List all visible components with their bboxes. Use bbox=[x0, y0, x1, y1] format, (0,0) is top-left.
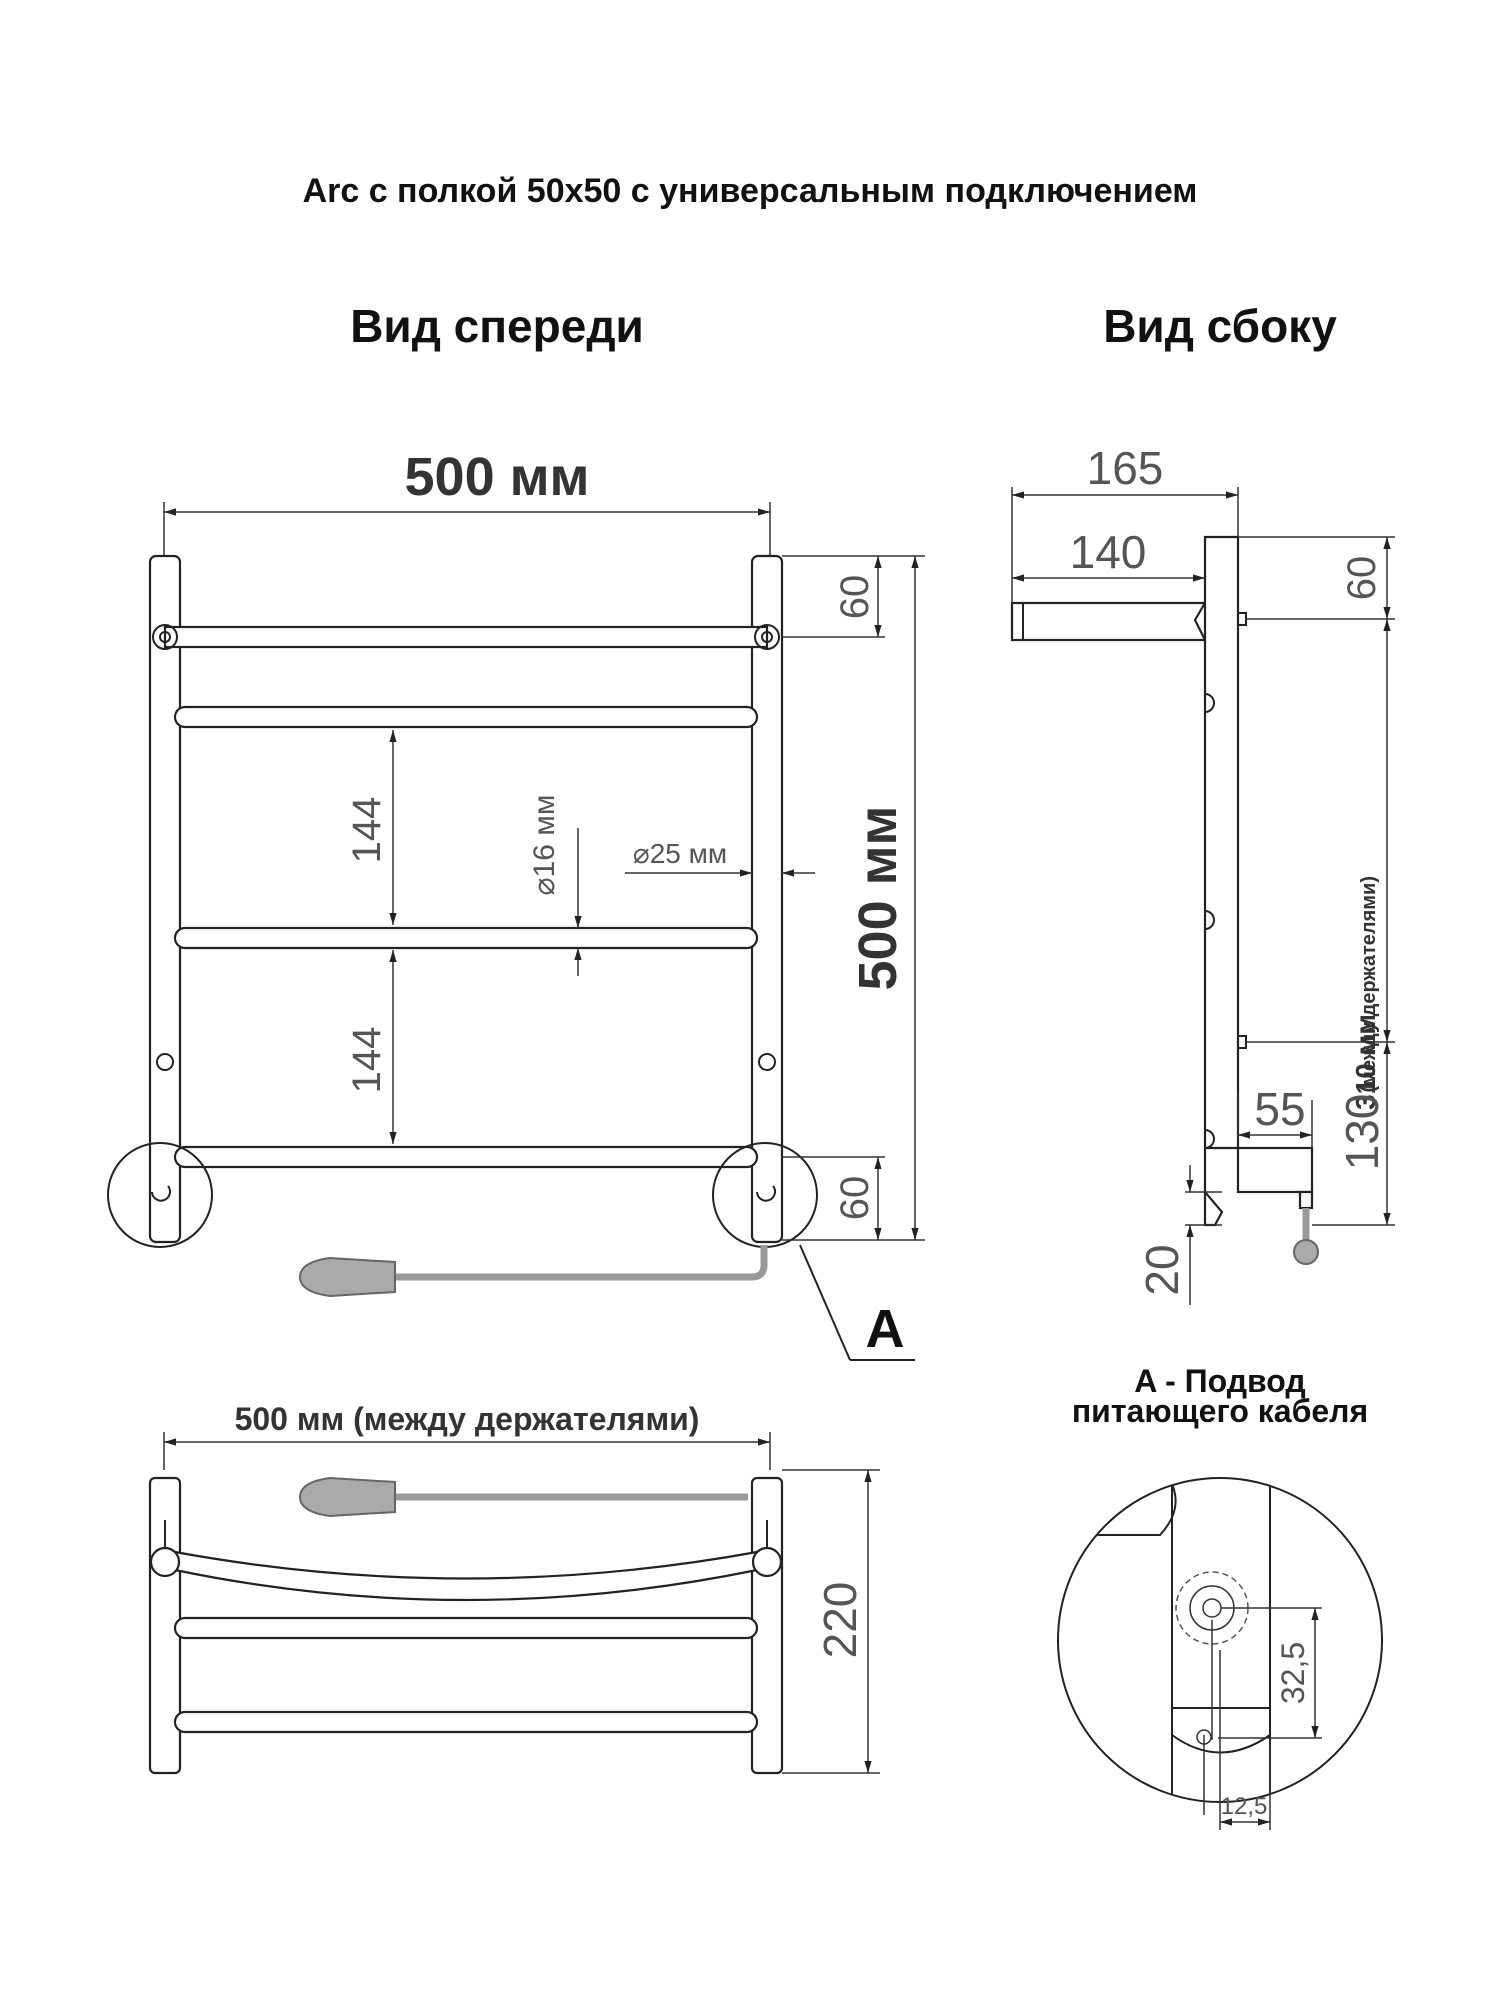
front-screw-left-top bbox=[152, 624, 178, 650]
side-depth-shelf-label: 140 bbox=[1070, 526, 1147, 578]
front-power-cable bbox=[395, 1245, 768, 1281]
front-view-heading: Вид спереди bbox=[350, 300, 644, 352]
side-holder-spacing-note: (между держателями) bbox=[1358, 876, 1380, 1092]
front-bar-3 bbox=[173, 926, 759, 950]
detail-a-heading-line2: питающего кабеля bbox=[1072, 1393, 1368, 1429]
side-post bbox=[1203, 535, 1240, 1227]
bar-diameter-label: ⌀16 мм bbox=[528, 794, 561, 895]
side-cable-end bbox=[1293, 1239, 1319, 1265]
front-bottom-offset-label: 60 bbox=[833, 1176, 877, 1221]
top-holder-left bbox=[149, 1546, 181, 1578]
front-height-label: 500 мм bbox=[848, 806, 908, 991]
front-bar-2 bbox=[173, 705, 759, 729]
front-top-offset-label: 60 bbox=[833, 575, 877, 620]
front-width-label: 500 мм bbox=[405, 447, 590, 507]
front-bar-top bbox=[163, 625, 769, 649]
top-plug bbox=[298, 1476, 396, 1518]
side-depth-total-label: 165 bbox=[1087, 442, 1164, 494]
front-spacing-lower-label: 144 bbox=[345, 1027, 389, 1094]
detail-a: A - Подвод питающего кабеля 32,5 1 bbox=[1057, 1363, 1383, 1830]
detail-a-horizontal-label: 12,5 bbox=[1221, 1793, 1268, 1820]
side-connector-height-label: 20 bbox=[1136, 1244, 1188, 1295]
front-screw-right-mid bbox=[758, 1053, 776, 1071]
side-connector-depth-label: 55 bbox=[1254, 1083, 1305, 1135]
side-holder-spacing-label: 310 мм bbox=[1350, 1014, 1381, 1110]
side-connector-block bbox=[1236, 1146, 1314, 1194]
front-screw-right-top bbox=[754, 624, 780, 650]
post-diameter-label: ⌀25 мм bbox=[633, 838, 727, 869]
front-plug bbox=[298, 1256, 396, 1298]
top-arc-bar bbox=[173, 1550, 759, 1602]
side-bottom-offset-label: 130 bbox=[1336, 1094, 1388, 1171]
top-bar-middle bbox=[173, 1616, 759, 1640]
callout-a-label: A bbox=[866, 1299, 905, 1359]
front-left-post bbox=[148, 554, 182, 1244]
front-detail-circle-left bbox=[107, 1142, 213, 1248]
side-holder-top bbox=[1237, 612, 1247, 626]
top-view: 500 мм (между держателями) 220 bbox=[148, 1401, 880, 1775]
side-view-heading: Вид сбоку bbox=[1103, 300, 1337, 352]
detail-a-vertical-label: 32,5 bbox=[1275, 1642, 1311, 1704]
top-depth-label: 220 bbox=[814, 1582, 866, 1659]
top-bar-back bbox=[173, 1710, 759, 1734]
callout-a-leader bbox=[799, 1244, 851, 1361]
front-right-post bbox=[750, 554, 784, 1244]
side-view: 165 140 60 310 мм (между держателями) 13… bbox=[1010, 442, 1395, 1305]
side-holder-bottom bbox=[1237, 1035, 1247, 1049]
front-view: 500 мм A 60 60 bbox=[107, 447, 925, 1361]
side-shelf-arm bbox=[1010, 601, 1207, 642]
front-bar-bottom bbox=[173, 1145, 759, 1169]
front-screw-left-mid bbox=[156, 1053, 174, 1071]
side-top-offset-label: 60 bbox=[1340, 556, 1384, 601]
front-spacing-upper-label: 144 bbox=[345, 797, 389, 864]
top-width-label: 500 мм (между держателями) bbox=[235, 1401, 700, 1437]
top-holder-right bbox=[751, 1546, 783, 1578]
drawing-title: Arc с полкой 50x50 с универсальным подкл… bbox=[303, 172, 1198, 210]
detail-a-heading-line1: A - Подвод bbox=[1134, 1363, 1305, 1399]
